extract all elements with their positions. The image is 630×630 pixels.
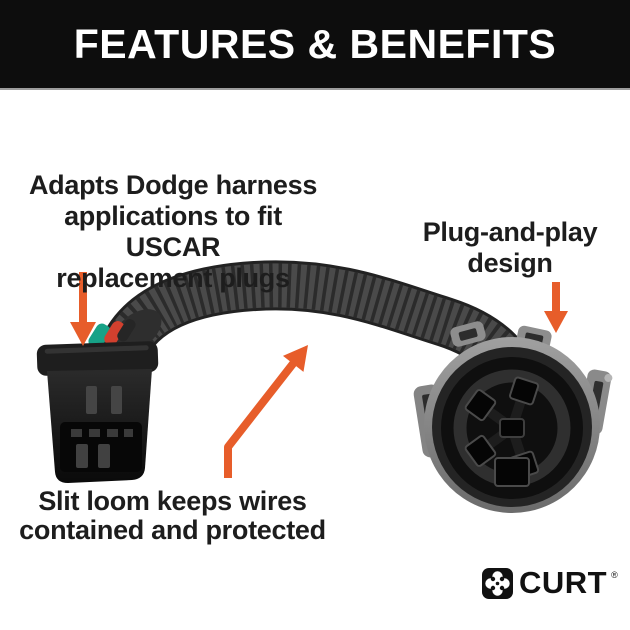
- callout-arrows: [70, 272, 568, 478]
- callout-line: Slit loom keeps wires: [38, 486, 307, 516]
- curt-logo-icon: [482, 567, 513, 599]
- exposed-wires: [88, 319, 136, 349]
- callout-plug-and-play: Plug-and-play design: [400, 217, 620, 279]
- page-title: FEATURES & BENEFITS: [73, 20, 557, 67]
- arrow-bent-loom-icon: [224, 345, 308, 478]
- callout-line: Adapts Dodge harness: [28, 170, 318, 200]
- dodge-connector: [36, 341, 159, 483]
- header-bar: FEATURES & BENEFITS: [0, 0, 630, 90]
- arrow-down-left-icon: [70, 272, 96, 346]
- callout-line: applications to fit USCAR: [64, 201, 282, 262]
- callout-slit-loom: Slit loom keeps wires contained and prot…: [15, 487, 330, 545]
- callout-line: Plug-and-play: [422, 217, 598, 247]
- curt-wordmark: CURT: [519, 565, 608, 600]
- callout-line: contained and protected: [19, 515, 326, 545]
- arrow-down-right-icon: [544, 282, 568, 333]
- callout-line: design: [467, 248, 553, 278]
- curt-logo: CURT®: [482, 566, 620, 600]
- uscar-connector: [413, 321, 613, 513]
- registered-mark: ®: [611, 570, 618, 580]
- callout-line: replacement plugs: [56, 263, 290, 293]
- callout-adapts-dodge: Adapts Dodge harness applications to fit…: [18, 170, 328, 294]
